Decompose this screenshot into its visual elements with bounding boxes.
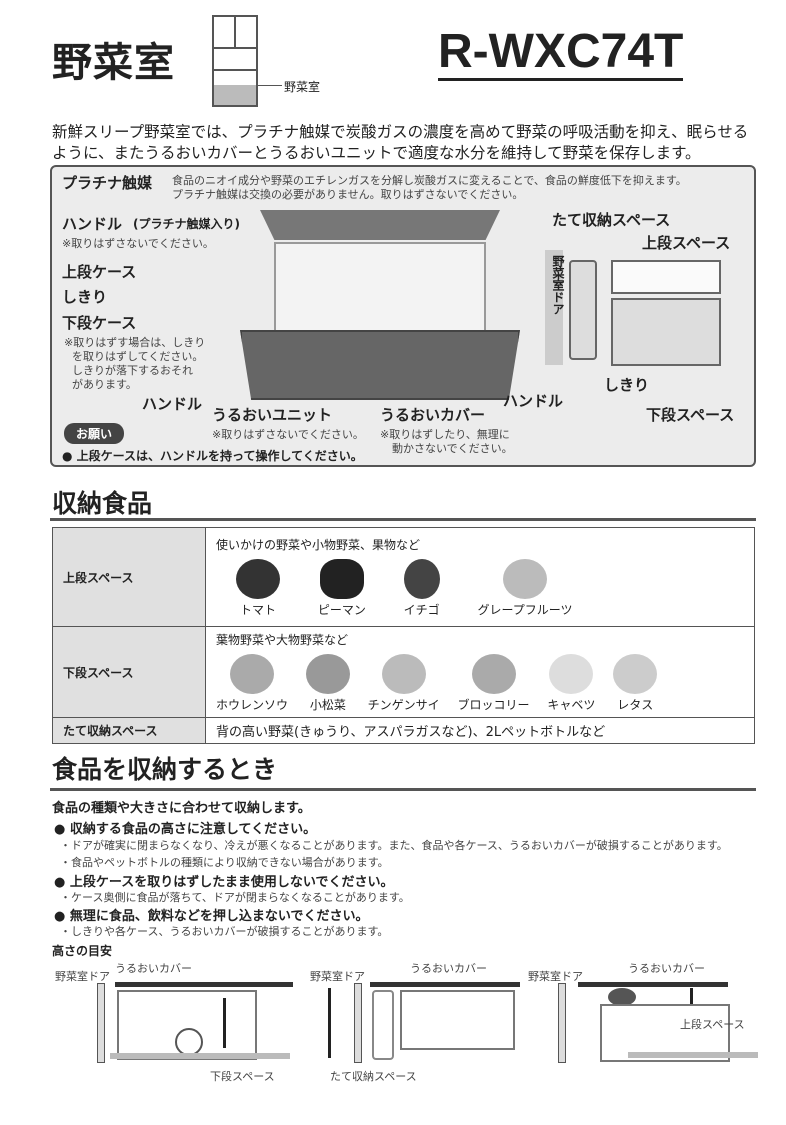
- food-komatsuna: 小松菜: [305, 648, 350, 713]
- row-desc: 葉物野菜や大物野菜など: [216, 633, 349, 647]
- height-figure-upper: 野菜室ドア うるおいカバー 上段スペース: [528, 958, 758, 1083]
- lower-space-label: 下段スペース: [646, 406, 735, 424]
- platinum-title: プラチナ触媒: [62, 174, 153, 192]
- caution-head: ● 収納する食品の高さに注意してください。: [54, 822, 317, 837]
- unit-note: ※取りはずさないでください。: [212, 428, 364, 441]
- row-label: 上段スペース: [52, 527, 206, 627]
- food-pepper: ピーマン: [318, 553, 366, 618]
- side-illustration: [545, 250, 735, 370]
- row-label: 下段スペース: [52, 626, 206, 718]
- row-desc: 背の高い野菜(きゅうり、アスパラガスなど)、2Lペットボトルなど: [205, 717, 755, 744]
- fridge-icon: [212, 15, 258, 107]
- height-figure-lower: 野菜室ドア うるおいカバー 下段スペース: [55, 958, 295, 1083]
- model-number: R-WXC74T: [438, 26, 684, 81]
- food-spinach: ホウレンソウ: [216, 648, 288, 713]
- caution-note: ・ケース奥側に食品が落ちて、ドアが閉まらなくなることがあります。: [60, 891, 410, 904]
- handle-right-label: ハンドル: [503, 392, 564, 410]
- lower-case-note: しきりが落下するおそれ: [72, 364, 193, 377]
- divider-right-label: しきり: [604, 376, 650, 394]
- food-grapefruit: グレープフルーツ: [478, 553, 573, 618]
- divider-label: しきり: [62, 288, 108, 306]
- lower-case-note: があります。: [72, 378, 137, 391]
- height-figure-vertical: 野菜室ドア うるおいカバー たて収納スペース: [310, 958, 520, 1083]
- storage-table: 上段スペース 使いかけの野菜や小物野菜、果物など トマト ピーマン イチゴ グレ…: [52, 527, 755, 744]
- fridge-icon-label: 野菜室: [284, 80, 321, 94]
- lower-case-label: 下段ケース: [62, 314, 137, 332]
- row-desc: 使いかけの野菜や小物野菜、果物など: [216, 538, 421, 552]
- row-label: たて収納スペース: [52, 717, 206, 744]
- food-tomato: トマト: [236, 553, 280, 618]
- storing-lead: 食品の種類や大きさに合わせて収納します。: [52, 801, 311, 816]
- food-broccoli: ブロッコリー: [458, 648, 530, 713]
- caution-note: ・ドアが確実に閉まらなくなり、冷えが悪くなることがあります。また、食品や各ケース…: [60, 839, 728, 852]
- food-lettuce: レタス: [613, 648, 658, 713]
- table-row: たて収納スペース 背の高い野菜(きゅうり、アスパラガスなど)、2Lペットボトルな…: [52, 717, 755, 744]
- caution-note: ・食品やペットボトルの種類により収納できない場合があります。: [60, 856, 389, 869]
- food-cabbage: キャベツ: [547, 648, 595, 713]
- upper-space-label: 上段スペース: [642, 234, 731, 252]
- intro-line-2: ように、またうるおいカバーとうるおいユニットで適度な水分を維持して野菜を保存しま…: [52, 144, 701, 162]
- door-label: 野菜室ドア: [551, 255, 565, 315]
- intro-line-1: 新鮮スリープ野菜室では、プラチナ触媒で炭酸ガスの濃度を高めて野菜の呼吸活動を抑え…: [52, 123, 749, 141]
- handle-catalyst-label: ハンドル: [62, 215, 123, 233]
- page-title: 野菜室: [52, 40, 175, 86]
- height-guide-title: 高さの目安: [52, 944, 113, 958]
- handle-left-label: ハンドル: [142, 395, 203, 413]
- section-title-storage: 収納食品: [52, 489, 153, 518]
- handle-catalyst-sub: (プラチナ触媒入り): [133, 217, 240, 231]
- cover-label: うるおいカバー: [380, 406, 486, 424]
- unit-label: うるおいユニット: [212, 406, 333, 424]
- caution-head: ● 無理に食品、飲料などを押し込まないでください。: [54, 909, 369, 924]
- platinum-desc: 食品のニオイ成分や野菜のエチレンガスを分解し炭酸ガスに変えることで、食品の鮮度低…: [172, 174, 687, 187]
- caution-head: ● 上段ケースを取りはずしたまま使用しないでください。: [54, 875, 394, 890]
- platinum-desc: プラチナ触媒は交換の必要がありません。取りはずさないでください。: [172, 188, 524, 201]
- request-badge: お願い: [64, 423, 125, 444]
- lower-case-note: を取りはずしてください。: [72, 350, 204, 363]
- vertical-space-label: たて収納スペース: [552, 211, 671, 229]
- table-row: 下段スペース 葉物野菜や大物野菜など ホウレンソウ 小松菜 チンゲンサイ ブロッ…: [52, 626, 755, 718]
- handle-catalyst-note: ※取りはずさないでください。: [62, 237, 214, 250]
- cover-note: ※取りはずしたり、無理に: [380, 428, 510, 441]
- cover-note: 動かさないでください。: [392, 442, 513, 455]
- food-bok-choy: チンゲンサイ: [368, 648, 440, 713]
- lower-case-note: ※取りはずす場合は、しきり: [64, 336, 206, 349]
- section-title-storing: 食品を収納するとき: [52, 755, 278, 784]
- food-strawberry: イチゴ: [403, 553, 440, 618]
- caution-note: ・しきりや各ケース、うるおいカバーが破損することがあります。: [60, 925, 389, 938]
- upper-case-label: 上段ケース: [62, 263, 137, 281]
- table-row: 上段スペース 使いかけの野菜や小物野菜、果物など トマト ピーマン イチゴ グレ…: [52, 527, 755, 627]
- request-text: ● 上段ケースは、ハンドルを持って操作してください。: [62, 449, 363, 463]
- drawer-illustration: [240, 210, 520, 400]
